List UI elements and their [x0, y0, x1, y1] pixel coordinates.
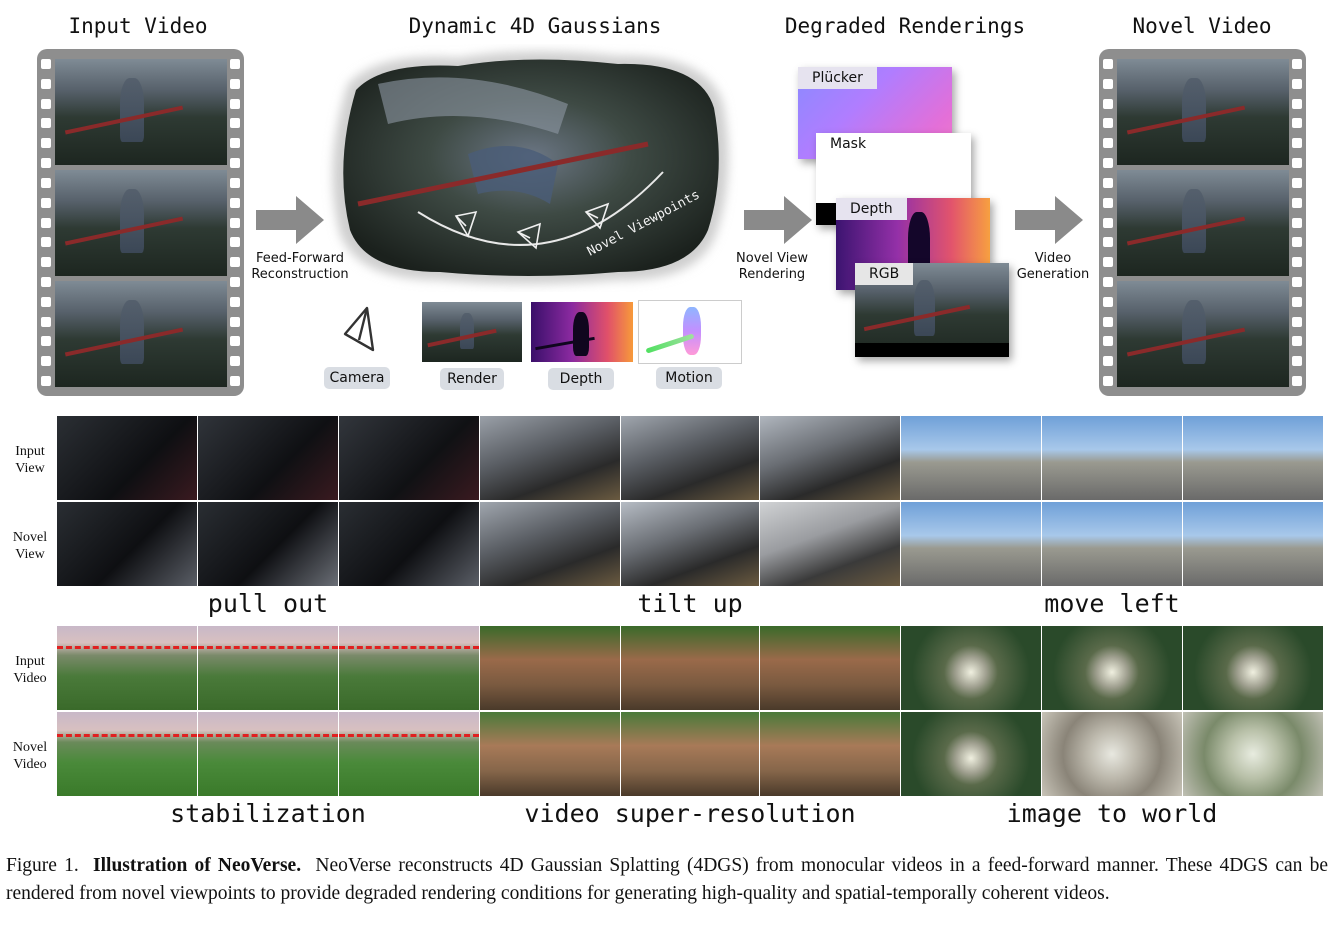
cell-sr-input-3	[760, 626, 900, 710]
chip-motion: Motion	[656, 367, 722, 389]
degraded-title: Degraded Renderings	[784, 14, 1026, 38]
cell-tiltup-input-3	[760, 416, 900, 500]
mask-tag: Mask	[816, 133, 881, 155]
caption-title: Illustration of NeoVerse.	[93, 855, 302, 876]
cell-sr-novel-3	[760, 712, 900, 796]
cell-pullout-novel-3	[339, 502, 479, 586]
input-video-title: Input Video	[68, 14, 208, 38]
cell-stab-input-3	[339, 626, 479, 710]
cell-pullout-input-2	[198, 416, 338, 500]
cell-stab-novel-2	[198, 712, 338, 796]
caption-figure: Figure 1.	[6, 855, 79, 876]
cell-stab-novel-3	[339, 712, 479, 796]
cell-tiltup-novel-3	[760, 502, 900, 586]
task-image-to-world: image to world	[1006, 799, 1218, 828]
reconstruction-label: Feed-Forward Reconstruction	[251, 251, 349, 282]
dynamic-4d-title: Dynamic 4D Gaussians	[408, 14, 662, 38]
cell-pullout-novel-1	[57, 502, 197, 586]
cell-sr-input-2	[621, 626, 759, 710]
novel-video-title: Novel Video	[1132, 14, 1272, 38]
cell-stab-input-1	[57, 626, 197, 710]
cell-sr-input-1	[480, 626, 620, 710]
render-thumb	[422, 302, 522, 362]
cell-pullout-novel-2	[198, 502, 338, 586]
cell-pullout-input-3	[339, 416, 479, 500]
cell-i2w-novel-1	[901, 712, 1041, 796]
row-label-novel-video: Novel Video	[12, 740, 48, 772]
cell-tiltup-input-1	[480, 416, 620, 500]
camera-icon	[343, 306, 375, 352]
cell-i2w-novel-2	[1042, 712, 1182, 796]
cell-sr-novel-1	[480, 712, 620, 796]
task-video-super-resolution: video super-resolution	[524, 799, 856, 828]
cell-sr-novel-2	[621, 712, 759, 796]
row-label-input-view: Input View	[15, 444, 45, 476]
reconstruction-arrow	[256, 196, 324, 244]
cell-tiltup-novel-2	[621, 502, 759, 586]
novel-frame-1	[1117, 59, 1289, 165]
cell-moveleft-input-2	[1042, 416, 1182, 500]
gaussian-scene: Novel Viewpoints	[318, 44, 738, 292]
input-frame-1	[55, 59, 227, 165]
chip-camera: Camera	[324, 367, 390, 389]
depth-thumb	[531, 302, 633, 362]
cell-i2w-input-1	[901, 626, 1041, 710]
cell-tiltup-novel-1	[480, 502, 620, 586]
cell-pullout-input-1	[57, 416, 197, 500]
cell-moveleft-novel-1	[901, 502, 1041, 586]
plucker-tag: Plücker	[798, 67, 877, 89]
chip-depth: Depth	[548, 368, 614, 390]
novel-frame-3	[1117, 281, 1289, 387]
rgb-layer: RGB	[855, 263, 1009, 357]
generation-arrow	[1015, 196, 1083, 244]
rendering-label: Novel View Rendering	[736, 251, 808, 282]
input-film-strip	[37, 49, 244, 396]
rendering-arrow	[744, 196, 812, 244]
depth-tag: Depth	[836, 198, 907, 220]
novel-film-strip	[1099, 49, 1306, 396]
cell-i2w-input-3	[1183, 626, 1323, 710]
row-label-input-video: Input Video	[13, 654, 47, 686]
novel-frame-2	[1117, 170, 1289, 276]
chip-render: Render	[440, 368, 504, 390]
cell-moveleft-novel-2	[1042, 502, 1182, 586]
figure-caption: Figure 1. Illustration of NeoVerse. NeoV…	[6, 852, 1328, 908]
task-pull-out: pull out	[207, 589, 329, 618]
task-stabilization: stabilization	[170, 799, 366, 828]
motion-thumb	[638, 300, 742, 364]
cell-i2w-input-2	[1042, 626, 1182, 710]
cell-stab-novel-1	[57, 712, 197, 796]
task-move-left: move left	[1044, 589, 1180, 618]
cell-moveleft-input-3	[1183, 416, 1323, 500]
caption-text: NeoVerse reconstructs 4D Gaussian Splatt…	[6, 855, 1329, 904]
cell-tiltup-input-2	[621, 416, 759, 500]
rgb-tag: RGB	[855, 263, 914, 285]
cell-i2w-novel-3	[1183, 712, 1323, 796]
input-frame-2	[55, 170, 227, 276]
cell-moveleft-input-1	[901, 416, 1041, 500]
task-tilt-up: tilt up	[637, 589, 743, 618]
generation-label: Video Generation	[1016, 251, 1090, 282]
cell-stab-input-2	[198, 626, 338, 710]
row-label-novel-view: Novel View	[12, 530, 48, 562]
input-frame-3	[55, 281, 227, 387]
cell-moveleft-novel-3	[1183, 502, 1323, 586]
